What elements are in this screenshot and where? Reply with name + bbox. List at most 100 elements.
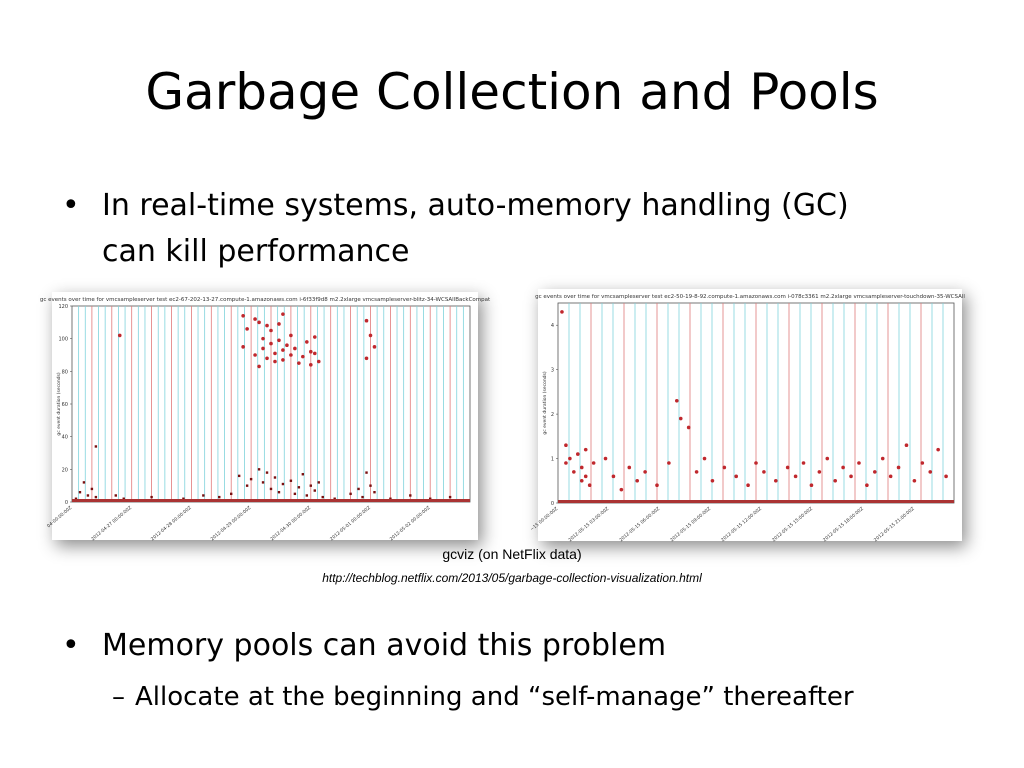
data-point (281, 482, 285, 486)
data-point (269, 328, 273, 333)
x-tick-label: 2012-05-15 18:00:00Z (822, 506, 865, 543)
data-point (710, 478, 715, 483)
x-tick-label: 2012-05-15 21:00:00Z (873, 506, 916, 543)
data-point (944, 474, 948, 479)
data-point (904, 443, 909, 448)
data-point (94, 495, 98, 499)
gc-chart-right: gc events over time for vmcsampleserver … (529, 289, 965, 543)
data-point (655, 483, 659, 488)
data-point (373, 491, 376, 494)
data-point (313, 489, 316, 492)
x-tick-label: 2012-04-27 00:00:00Z (90, 505, 133, 542)
data-point (833, 478, 837, 483)
data-point (257, 468, 261, 471)
slide-title: Garbage Collection and Pools (145, 63, 879, 121)
data-point (86, 494, 90, 497)
data-point (429, 497, 432, 500)
data-point (277, 491, 281, 494)
data-point (249, 477, 253, 481)
y-axis-label: gc event duration (seconds) (542, 371, 548, 435)
data-point (150, 495, 153, 499)
data-point (857, 461, 861, 465)
figure-caption: gcviz (on NetFlix data) (442, 546, 582, 562)
data-point (368, 333, 373, 338)
subbullet-marker: – (112, 682, 125, 712)
bullet-gc-line2: can kill performance (102, 234, 410, 269)
data-point (568, 456, 572, 461)
data-point (269, 487, 273, 491)
data-point (230, 492, 233, 496)
data-point (281, 358, 285, 362)
data-point (312, 335, 317, 339)
data-point (317, 481, 320, 484)
data-point (309, 484, 312, 487)
data-point (364, 356, 369, 361)
data-point (289, 353, 293, 357)
data-point (265, 471, 269, 474)
data-point (409, 494, 412, 497)
x-tick-label: 2012-04-29 00:00:00Z (210, 505, 253, 542)
data-point (694, 470, 699, 474)
y-tick-label: 0 (551, 501, 554, 507)
bullet-gc-line1: In real-time systems, auto-memory handli… (102, 188, 849, 223)
data-point (257, 364, 261, 369)
data-point (94, 445, 98, 448)
data-point (257, 320, 261, 325)
data-point (261, 346, 265, 351)
bullet-pools-text: Memory pools can avoid this problem (102, 628, 667, 663)
x-tick-label: 2012-04-30 00:00:00Z (269, 505, 312, 542)
data-point (389, 497, 392, 500)
data-point (309, 363, 313, 367)
data-point (297, 361, 301, 365)
x-tick-label: 2012-05-15 03:00:00Z (567, 506, 610, 543)
data-point (285, 343, 289, 347)
data-point (675, 398, 679, 403)
x-tick-label: 2012-05-01 00:00:00Z (329, 505, 372, 542)
data-point (564, 443, 568, 448)
gc-chart-left: gc events over time for vmcsampleserver … (40, 292, 491, 542)
data-point (333, 497, 336, 500)
data-point (774, 478, 778, 483)
y-tick-label: 1 (551, 457, 554, 463)
data-point (896, 465, 901, 470)
data-point (241, 345, 245, 349)
data-point (253, 317, 257, 321)
data-point (619, 487, 624, 492)
data-point (182, 497, 185, 500)
data-point (873, 470, 877, 474)
bullet-marker: • (62, 188, 80, 223)
data-point (364, 318, 369, 323)
data-point (82, 481, 86, 484)
data-point (746, 483, 750, 488)
data-point (78, 491, 82, 494)
data-point (579, 478, 584, 483)
x-tick-label: ~15 00:00:00Z (529, 506, 559, 533)
data-point (849, 474, 853, 479)
data-point (762, 470, 766, 474)
data-point (245, 484, 249, 487)
data-point (117, 333, 122, 338)
data-point (245, 327, 249, 331)
data-point (289, 333, 293, 338)
data-point (920, 461, 925, 465)
chart-title: gc events over time for vmcsampleserver … (535, 294, 965, 300)
chart-title: gc events over time for vmcsampleserver … (40, 297, 491, 303)
data-point (316, 359, 321, 364)
data-point (817, 470, 822, 474)
data-point (301, 354, 305, 359)
data-point (635, 478, 639, 483)
data-point (237, 474, 241, 478)
y-tick-label: 3 (551, 368, 554, 374)
data-point (349, 492, 352, 496)
data-point (801, 461, 806, 465)
x-tick-label: 04-00:00:00Z (46, 505, 73, 529)
y-tick-label: 40 (62, 435, 68, 441)
data-point (702, 456, 707, 461)
y-tick-label: 80 (62, 369, 68, 375)
data-point (312, 351, 317, 356)
data-point (321, 495, 324, 499)
data-point (734, 474, 738, 479)
data-point (357, 487, 360, 491)
data-point (722, 465, 727, 470)
data-point (297, 486, 301, 489)
